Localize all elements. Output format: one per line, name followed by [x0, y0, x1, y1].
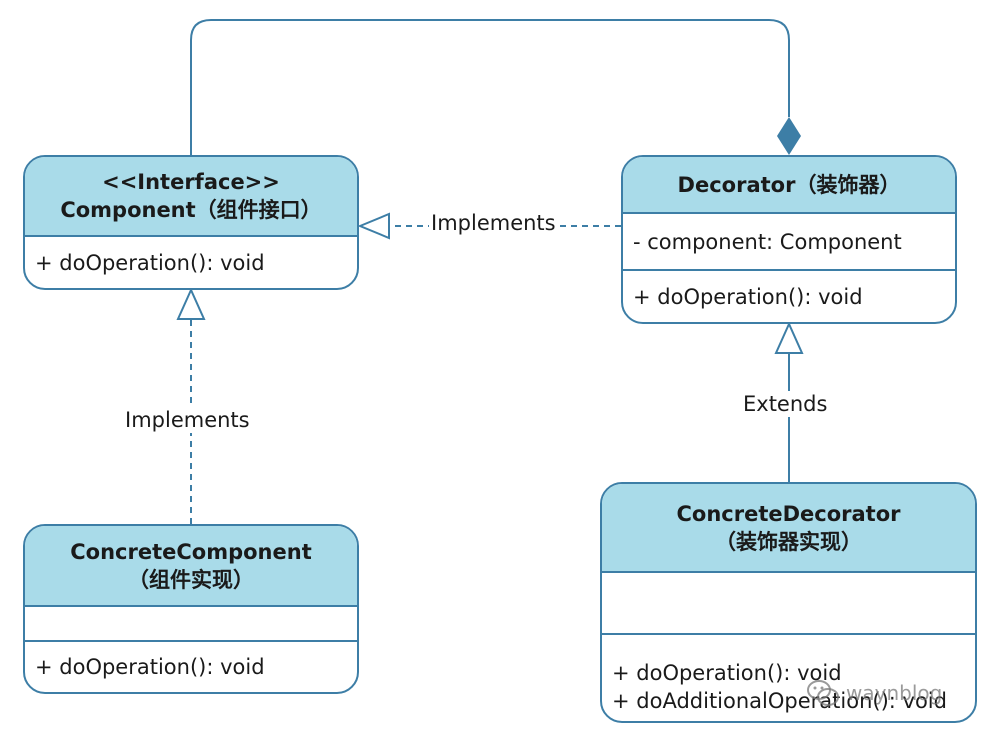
concrete-component-implements-label: Implements: [123, 407, 252, 433]
concrete-component-method: + doOperation(): void: [35, 655, 265, 679]
concrete-decorator-name-line2: （装饰器实现）: [715, 529, 862, 554]
concrete-component-class[interactable]: ConcreteComponent （组件实现） + doOperation()…: [23, 524, 359, 694]
decorator-name: Decorator（装饰器）: [677, 172, 901, 197]
decorator-attribute: - component: Component: [633, 229, 902, 254]
concrete-decorator-class[interactable]: ConcreteDecorator （装饰器实现） + doOperation(…: [600, 482, 977, 723]
decorator-methods: + doOperation(): void: [623, 271, 955, 322]
concrete-component-attributes: [25, 607, 357, 642]
concrete-component-name-line2: （组件实现）: [128, 567, 254, 592]
concrete-decorator-extends-label: Extends: [741, 391, 830, 417]
component-stereotype: <<Interface>>: [102, 170, 280, 194]
concrete-decorator-methods: + doOperation(): void + doAdditionalOper…: [602, 635, 975, 721]
concrete-decorator-attributes: [602, 573, 975, 635]
component-header: <<Interface>> Component（组件接口）: [25, 157, 357, 237]
concrete-component-methods: + doOperation(): void: [25, 642, 357, 692]
component-class[interactable]: <<Interface>> Component（组件接口） + doOperat…: [23, 155, 359, 290]
watermark: waynblog: [806, 679, 942, 707]
concrete-component-name-line1: ConcreteComponent: [70, 539, 312, 564]
decorator-header: Decorator（装饰器）: [623, 157, 955, 214]
concrete-component-header: ConcreteComponent （组件实现）: [25, 526, 357, 607]
component-method: + doOperation(): void: [35, 250, 265, 275]
concrete-decorator-name-line1: ConcreteDecorator: [676, 501, 901, 526]
concrete-decorator-extends-arrowhead: [774, 321, 804, 354]
decorator-method: + doOperation(): void: [633, 284, 863, 309]
decorator-implements-label: Implements: [429, 210, 558, 236]
concrete-decorator-method: + doOperation(): void: [612, 661, 842, 685]
concrete-component-implements-arrowhead: [176, 287, 206, 320]
decorator-attributes: - component: Component: [623, 214, 955, 271]
composition-line: [190, 19, 790, 156]
concrete-decorator-method: + doAdditionalOperation(): void: [612, 689, 947, 713]
component-methods: + doOperation(): void: [25, 237, 357, 288]
decorator-implements-arrowhead: [357, 212, 390, 240]
concrete-decorator-header: ConcreteDecorator （装饰器实现）: [602, 484, 975, 573]
wechat-icon: [807, 680, 839, 706]
component-name: Component（组件接口）: [60, 198, 322, 222]
watermark-text: waynblog: [846, 681, 943, 705]
decorator-class[interactable]: Decorator（装饰器） - component: Component + …: [621, 155, 957, 324]
composition-diamond: [777, 117, 801, 155]
